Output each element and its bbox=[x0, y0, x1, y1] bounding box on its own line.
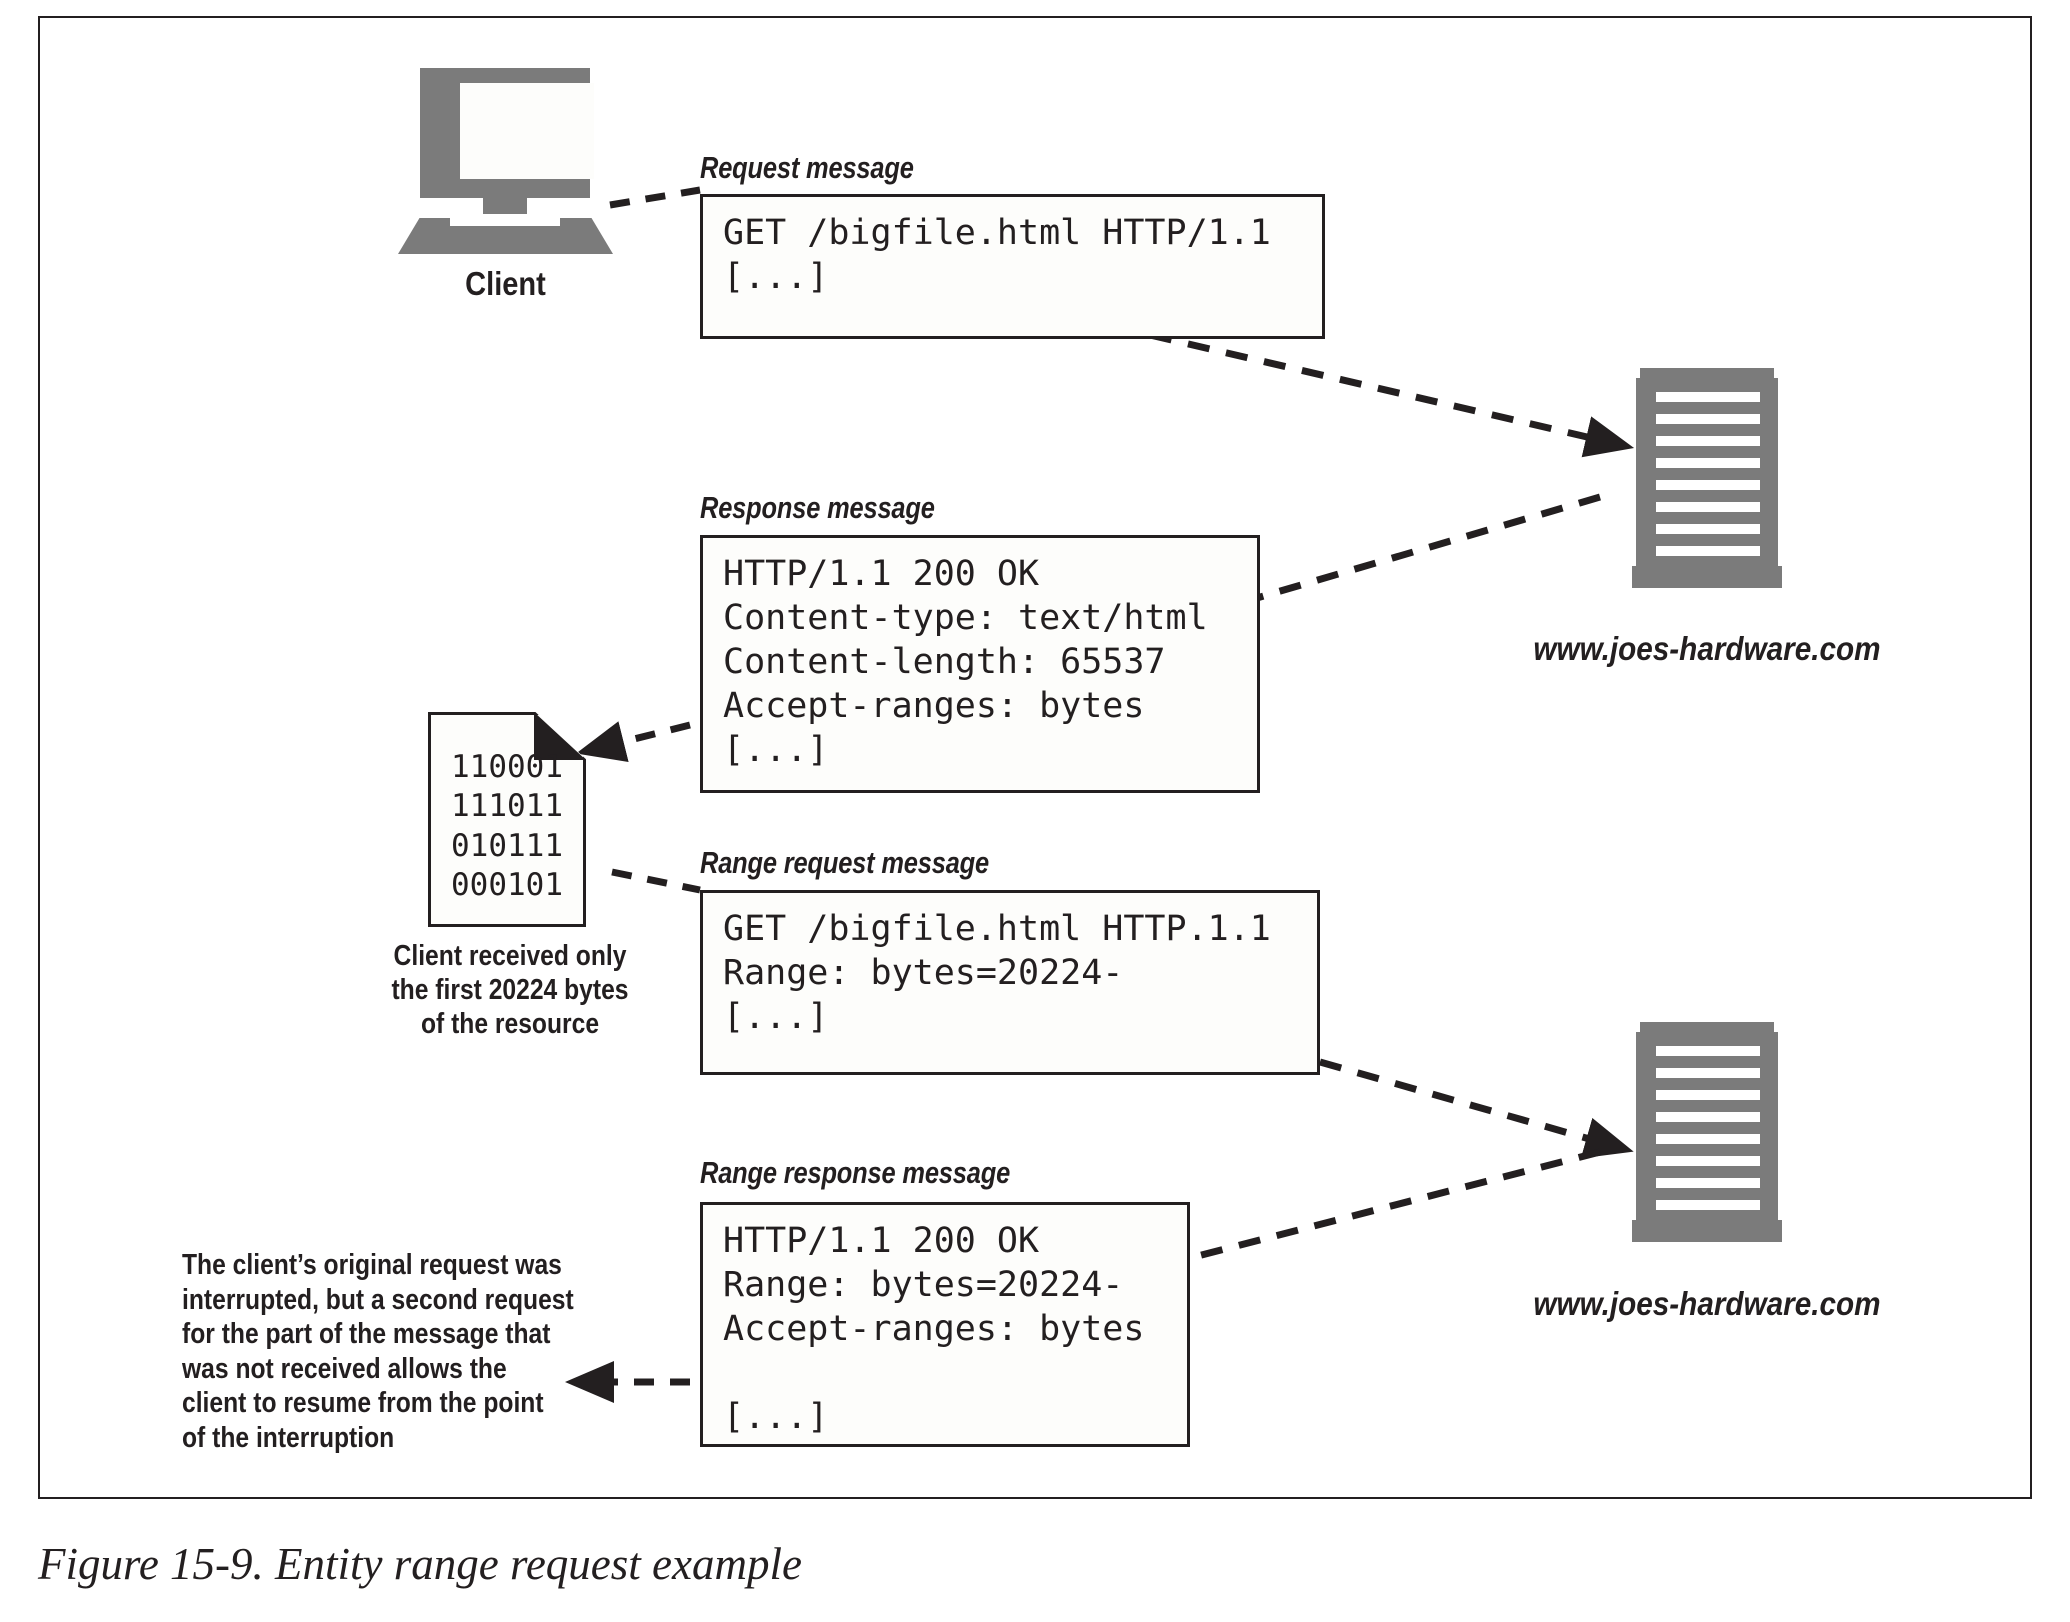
server-hostname-2: www.joes-hardware.com bbox=[1533, 1285, 1881, 1322]
server-foot bbox=[1632, 1220, 1782, 1242]
resume-explanation-annotation: The client’s original request was interr… bbox=[182, 1249, 574, 1454]
server-slot bbox=[1656, 1046, 1760, 1056]
response-message-body: HTTP/1.1 200 OK Content-type: text/html … bbox=[723, 554, 1208, 771]
server-slot bbox=[1656, 392, 1760, 402]
server-slot bbox=[1656, 1134, 1760, 1144]
server-slot bbox=[1656, 502, 1760, 512]
monitor-screen bbox=[460, 83, 594, 179]
server-tower-icon-1 bbox=[1632, 368, 1782, 598]
server-slot bbox=[1656, 480, 1760, 490]
server-cap bbox=[1640, 1022, 1774, 1034]
keyboard bbox=[450, 214, 560, 226]
server-body bbox=[1636, 1032, 1778, 1222]
binary-file-icon: 110001 111011 010111 000101 bbox=[428, 712, 586, 927]
server-slot bbox=[1656, 436, 1760, 446]
range-request-message-box: GET /bigfile.html HTTP.1.1 Range: bytes=… bbox=[700, 890, 1320, 1075]
server-slot bbox=[1656, 1156, 1760, 1166]
server-cap bbox=[1640, 368, 1774, 380]
partial-receipt-annotation: Client received only the first 20224 byt… bbox=[391, 940, 629, 1040]
range-response-message-box: HTTP/1.1 200 OK Range: bytes=20224- Acce… bbox=[700, 1202, 1190, 1447]
server-slot bbox=[1656, 1068, 1760, 1078]
server-body bbox=[1636, 378, 1778, 568]
server-foot bbox=[1632, 566, 1782, 588]
server-hostname-1: www.joes-hardware.com bbox=[1533, 630, 1881, 667]
response-message-box: HTTP/1.1 200 OK Content-type: text/html … bbox=[700, 535, 1260, 793]
server-slot bbox=[1656, 546, 1760, 556]
request-message-box: GET /bigfile.html HTTP/1.1 [...] bbox=[700, 194, 1325, 339]
server-slot bbox=[1656, 1178, 1760, 1188]
desktop-computer-icon bbox=[398, 68, 613, 254]
server-slot bbox=[1656, 414, 1760, 424]
server-tower-icon-2 bbox=[1632, 1022, 1782, 1252]
server-slot bbox=[1656, 524, 1760, 534]
server-slot bbox=[1656, 1112, 1760, 1122]
range-request-message-label: Range request message bbox=[700, 845, 990, 880]
file-binary-content: 110001 111011 010111 000101 bbox=[451, 749, 563, 904]
server-slot bbox=[1656, 1200, 1760, 1210]
server-slot bbox=[1656, 458, 1760, 468]
request-message-body: GET /bigfile.html HTTP/1.1 [...] bbox=[723, 213, 1271, 298]
range-response-message-label: Range response message bbox=[700, 1155, 1011, 1190]
figure-caption: Figure 15-9. Entity range request exampl… bbox=[38, 1539, 802, 1589]
range-request-message-body: GET /bigfile.html HTTP.1.1 Range: bytes=… bbox=[723, 909, 1271, 1038]
monitor-body bbox=[420, 68, 594, 198]
response-message-label: Response message bbox=[700, 490, 935, 525]
request-message-label: Request message bbox=[700, 150, 914, 185]
range-response-message-body: HTTP/1.1 200 OK Range: bytes=20224- Acce… bbox=[723, 1221, 1145, 1438]
client-label: Client bbox=[465, 265, 546, 302]
server-slot bbox=[1656, 1090, 1760, 1100]
